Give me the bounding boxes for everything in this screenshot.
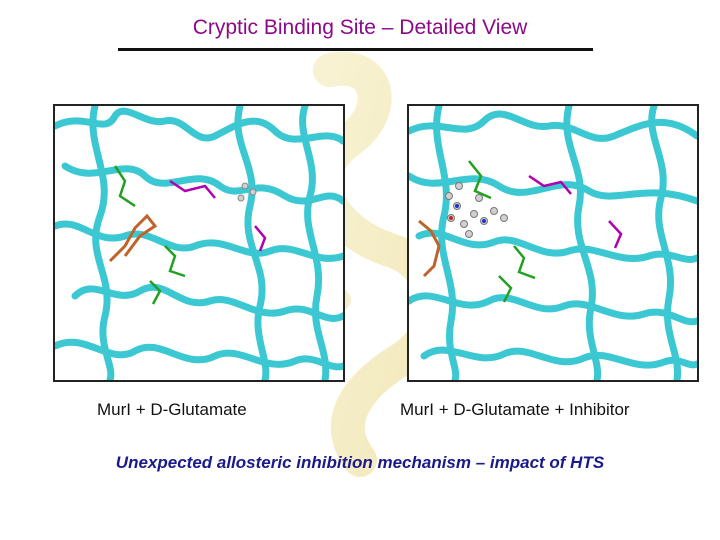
protein-image-right	[407, 104, 699, 382]
protein-image-left	[53, 104, 345, 382]
protein-ribbon-left	[55, 106, 343, 380]
caption-right: MurI + D-Glutamate + Inhibitor	[400, 400, 630, 420]
slide-title: Cryptic Binding Site – Detailed View	[0, 16, 720, 40]
title-underline	[118, 48, 593, 51]
protein-ribbon-right	[409, 106, 697, 380]
slide-subtitle: Unexpected allosteric inhibition mechani…	[0, 453, 720, 473]
caption-left: MurI + D-Glutamate	[97, 400, 247, 420]
